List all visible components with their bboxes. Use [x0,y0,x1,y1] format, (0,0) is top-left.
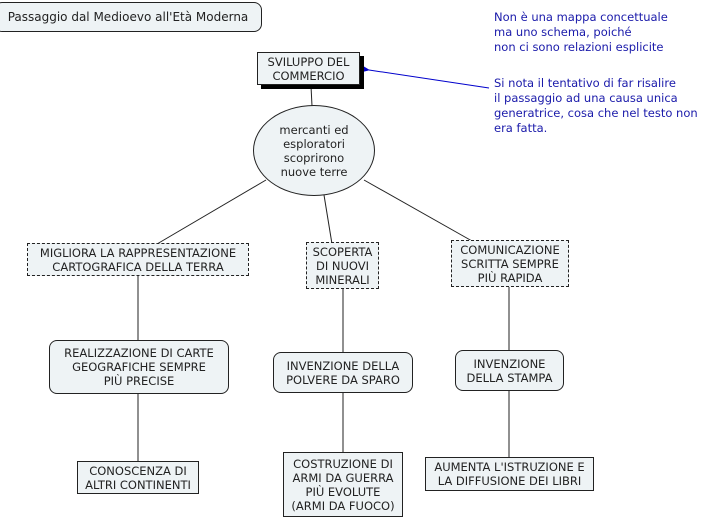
link-center-left [156,179,267,245]
node-conoscenza-continenti[interactable]: CONOSCENZA DI ALTRI CONTINENTI [77,461,199,494]
node-sviluppo-commercio[interactable]: SVILUPPO DEL COMMERCIO [257,52,360,85]
node-scoperta-minerali[interactable]: SCOPERTA DI NUOVI MINERALI [306,242,379,289]
node-realizzazione-carte[interactable]: REALIZZAZIONE DI CARTE GEOGRAFICHE SEMPR… [49,340,229,394]
node-comunicazione-scritta[interactable]: COMUNICAZIONE SCRITTA SEMPRE PIÙ RAPIDA [451,240,569,287]
title-node[interactable]: Passaggio dal Medioevo all'Età Moderna [0,2,262,32]
link-root-center [310,85,313,107]
note-not-concept-map: Non è una mappa concettuale ma uno schem… [494,10,668,54]
node-polvere-da-sparo[interactable]: INVENZIONE DELLA POLVERE DA SPARO [273,352,413,393]
link-center-right [363,179,473,242]
node-migliora-rappresentazione[interactable]: MIGLIORA LA RAPPRESENTAZIONE CARTOGRAFIC… [27,243,249,276]
node-mercanti-esploratori[interactable]: mercanti ed esploratori scoprirono nuove… [253,105,375,196]
annotation-arrow [357,63,490,89]
link-center-mid [323,194,333,245]
node-costruzione-armi[interactable]: COSTRUZIONE DI ARMI DA GUERRA PIÙ EVOLUT… [283,452,403,517]
node-invenzione-stampa[interactable]: INVENZIONE DELLA STAMPA [455,350,564,391]
node-aumenta-istruzione[interactable]: AUMENTA L'ISTRUZIONE E LA DIFFUSIONE DEI… [425,457,594,491]
note-single-cause: Si nota il tentativo di far risalire il … [494,76,698,135]
